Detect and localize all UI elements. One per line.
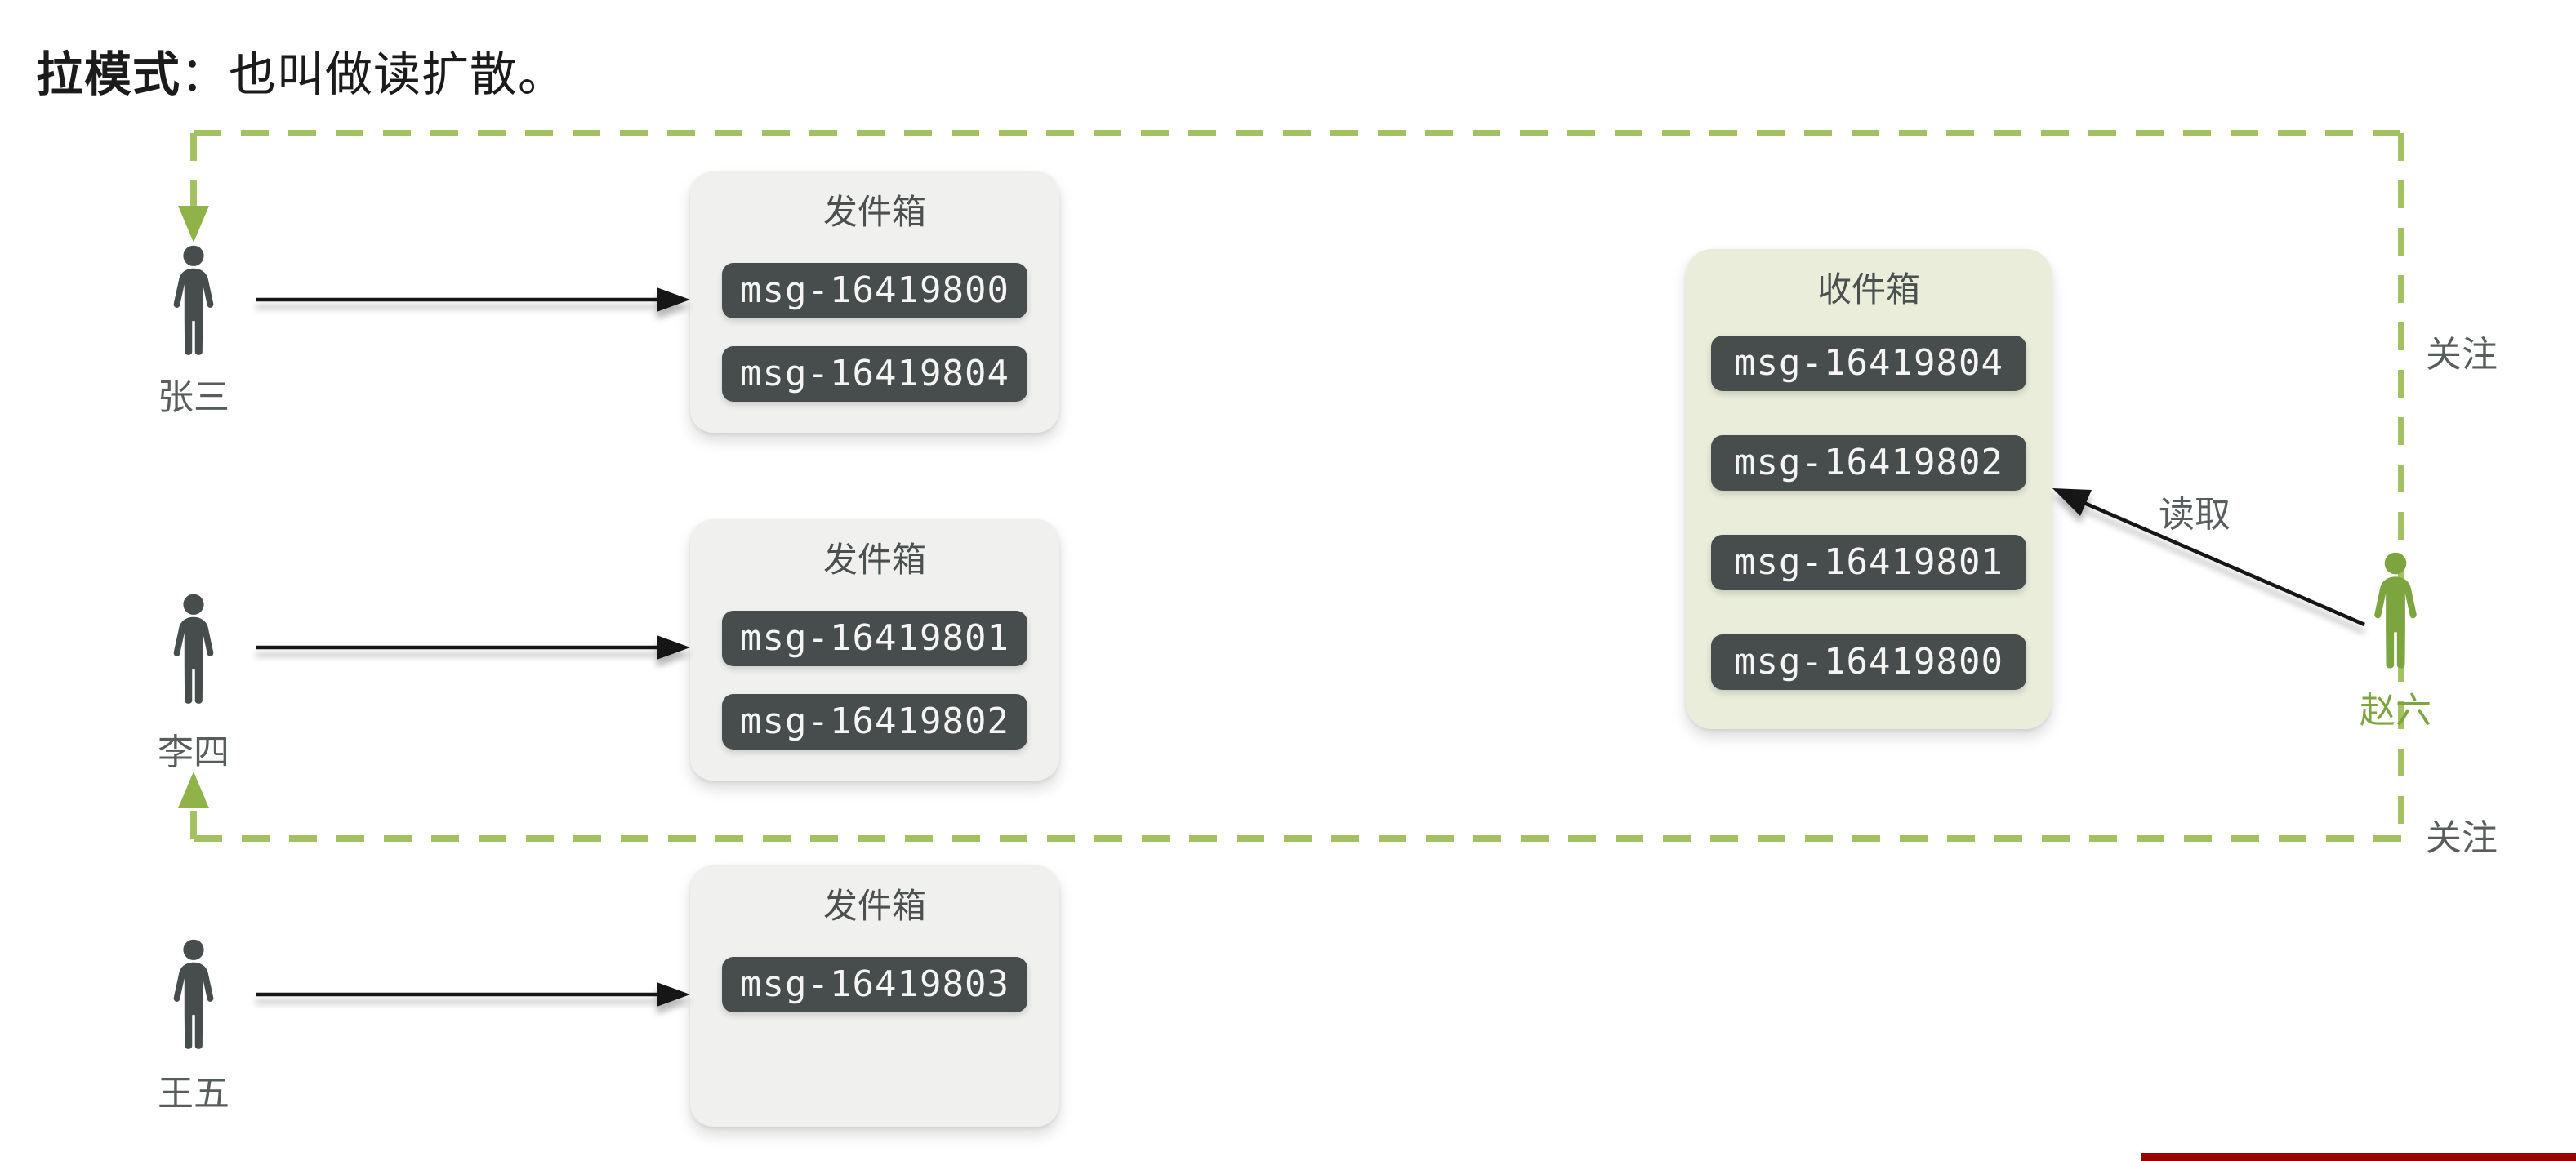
post-arrowhead-icon: [657, 287, 690, 312]
page-title-rest: ：也叫做读扩散。: [180, 48, 567, 101]
outbox-title: 发件箱: [822, 887, 926, 925]
read-label: 读取: [2159, 495, 2231, 535]
outbox-pill-list: msg-16419800 msg-16419804: [722, 263, 1027, 402]
person-icon-lisi: [165, 594, 222, 708]
person-label-zhaoliu: 赵六: [2360, 691, 2431, 731]
outbox-title: 发件箱: [822, 193, 926, 231]
person-icon-zhaoliu: [2365, 552, 2426, 673]
message-pill: msg-16419803: [722, 957, 1027, 1012]
inbox-title: 收件箱: [1816, 270, 1920, 309]
message-pill: msg-16419800: [722, 263, 1027, 318]
inbox-pill-list: msg-16419804 msg-16419802 msg-16419801 m…: [1711, 336, 2026, 690]
page-title-keyword: 拉模式: [36, 48, 181, 101]
post-arrowhead-icon: [657, 982, 690, 1007]
outbox-wangwu: 发件箱 msg-16419803: [690, 865, 1059, 1127]
read-arrowhead-icon: [2052, 488, 2092, 516]
outbox-zhangsan: 发件箱 msg-16419800 msg-16419804: [690, 171, 1059, 433]
follow-arrowhead-down-icon: [178, 206, 209, 242]
person-label-wangwu: 王五: [158, 1074, 230, 1114]
message-pill: msg-16419804: [1711, 336, 2026, 391]
message-pill: msg-16419802: [1711, 435, 2026, 491]
message-pill: msg-16419801: [722, 611, 1027, 666]
post-arrowhead-icon: [657, 635, 690, 660]
follow-arrowhead-up-icon: [178, 772, 209, 808]
outbox-lisi: 发件箱 msg-16419801 msg-16419802: [690, 519, 1059, 781]
follow-label-top: 关注: [2426, 335, 2498, 375]
outbox-title: 发件箱: [822, 540, 926, 579]
follow-dashed-path: [190, 130, 2404, 842]
red-divider-line: [2141, 1153, 2576, 1161]
inbox-zhaoliu: 收件箱 msg-16419804 msg-16419802 msg-164198…: [1686, 249, 2052, 729]
page-title: 拉模式：也叫做读扩散。: [36, 36, 566, 105]
message-pill: msg-16419801: [1711, 535, 2026, 590]
follow-label-bottom: 关注: [2426, 818, 2498, 858]
person-icon-wangwu: [165, 939, 222, 1053]
message-pill: msg-16419804: [722, 346, 1027, 402]
message-pill: msg-16419800: [1711, 634, 2026, 690]
outbox-pill-list: msg-16419803: [722, 957, 1027, 1012]
message-pill: msg-16419802: [722, 694, 1027, 750]
post-arrows: [256, 287, 690, 1007]
person-icon-zhangsan: [165, 245, 222, 359]
outbox-pill-list: msg-16419801 msg-16419802: [722, 611, 1027, 750]
person-label-lisi: 李四: [158, 732, 230, 772]
person-label-zhangsan: 张三: [158, 377, 230, 417]
